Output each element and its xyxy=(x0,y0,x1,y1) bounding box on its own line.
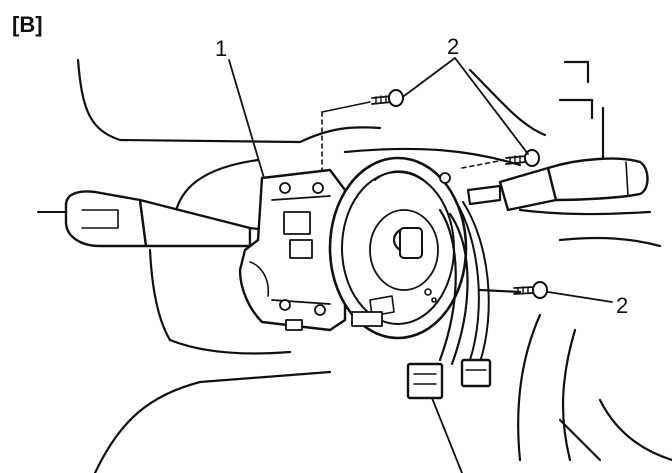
screw-upper xyxy=(371,89,404,107)
callout-combination-switch: 1 xyxy=(215,36,227,61)
callout-screw-upper: 2 xyxy=(447,34,459,59)
spiral-cable-ring xyxy=(328,156,468,340)
harness-connector-left xyxy=(406,362,444,400)
callout-screw-lower: 2 xyxy=(616,293,628,318)
panel-label: [B] xyxy=(12,12,43,37)
screw-lower xyxy=(513,281,548,299)
right-stalk-lever xyxy=(439,157,649,212)
dashboard-outline xyxy=(76,58,672,473)
combination-switch-body xyxy=(238,168,347,332)
screw-guide-lines xyxy=(321,101,505,171)
leader-lines xyxy=(228,57,613,473)
screw-middle xyxy=(505,149,540,167)
harness-connector-right xyxy=(460,358,492,388)
wire-harness xyxy=(406,199,492,400)
